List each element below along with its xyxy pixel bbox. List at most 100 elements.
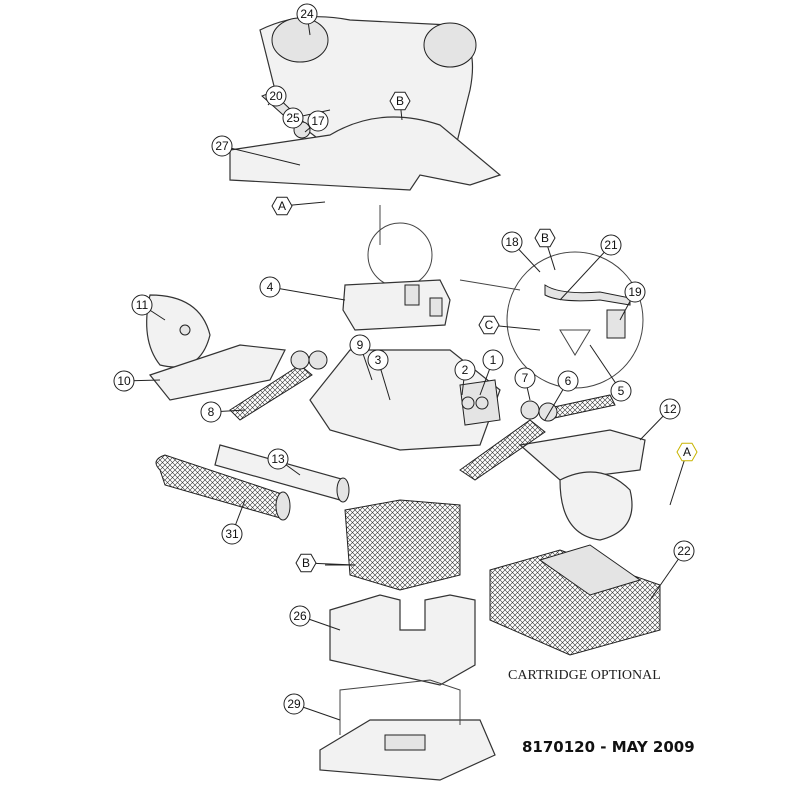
callout-17: 17 — [304, 110, 329, 133]
callout-text: 3 — [375, 353, 382, 367]
callout-marker — [295, 553, 317, 573]
callout-25: 25 — [282, 107, 331, 129]
callout-marker — [514, 367, 536, 389]
callout-text: B — [396, 94, 404, 108]
bottom-plate — [319, 679, 496, 781]
callout-text: 12 — [663, 402, 677, 416]
callout-marker — [267, 448, 289, 470]
callout-marker — [389, 91, 411, 111]
callout-27: 27 — [211, 135, 301, 166]
callout-text: 24 — [300, 7, 314, 21]
callout-marker — [289, 605, 311, 627]
callout-3: 3 — [367, 349, 391, 401]
filter-bag — [329, 594, 476, 686]
leader-line — [221, 145, 301, 166]
callout-7: 7 — [514, 367, 536, 401]
callout-marker — [282, 107, 304, 129]
callout-5: 5 — [589, 344, 632, 402]
callout-a: A — [669, 442, 698, 506]
callout-marker — [307, 110, 329, 132]
callout-marker — [296, 3, 318, 25]
callout-marker — [673, 540, 695, 562]
callout-text: 8 — [208, 405, 215, 419]
callout-8: 8 — [200, 401, 246, 423]
callout-marker — [478, 315, 500, 335]
callout-text: 31 — [225, 527, 239, 541]
callout-text: 18 — [505, 235, 519, 249]
callout-b: B — [534, 228, 556, 271]
callout-4: 4 — [259, 276, 346, 301]
filter-cartridge — [489, 544, 661, 656]
callout-text: 4 — [267, 280, 274, 294]
drive-tracks — [229, 350, 616, 481]
callout-text: 6 — [565, 374, 572, 388]
callout-marker — [221, 523, 243, 545]
callout-2: 2 — [454, 359, 476, 396]
callout-text: 19 — [628, 285, 642, 299]
callout-marker — [200, 401, 222, 423]
callout-21: 21 — [559, 234, 622, 301]
callout-marker — [501, 231, 523, 253]
callout-marker — [624, 281, 646, 303]
callout-text: 2 — [462, 363, 469, 377]
callout-19: 19 — [619, 281, 646, 321]
callout-22: 22 — [649, 540, 695, 601]
cartridge-optional-note: CARTRIDGE OPTIONAL — [508, 668, 661, 683]
callout-text: 5 — [618, 384, 625, 398]
callout-marker — [557, 370, 579, 392]
callout-marker — [600, 234, 622, 256]
callout-marker — [676, 442, 698, 462]
callout-text: 26 — [293, 609, 307, 623]
side-panel-right — [518, 429, 646, 541]
callout-20: 20 — [265, 85, 287, 107]
callout-text: 1 — [490, 353, 497, 367]
callout-text: 11 — [136, 298, 149, 312]
callout-text: 10 — [117, 374, 131, 388]
callout-marker — [367, 349, 389, 371]
callout-text: A — [683, 445, 691, 459]
callout-24: 24 — [296, 3, 318, 36]
callout-18: 18 — [501, 231, 541, 273]
brush-roller — [155, 444, 350, 521]
callout-b: B — [389, 91, 411, 121]
callout-text: A — [278, 199, 286, 213]
callout-9: 9 — [349, 334, 373, 381]
callout-marker — [271, 196, 293, 216]
callout-marker — [265, 85, 287, 107]
callout-text: 22 — [677, 544, 691, 558]
callout-text: 7 — [522, 371, 529, 385]
callout-text: B — [302, 556, 310, 570]
callout-text: 25 — [286, 111, 300, 125]
callout-marker — [482, 349, 504, 371]
callout-marker — [659, 398, 681, 420]
callout-12: 12 — [639, 398, 681, 441]
chassis — [309, 349, 501, 451]
callout-text: 21 — [604, 238, 618, 252]
document-id: 8170120 - MAY 2009 — [522, 738, 695, 756]
callout-29: 29 — [283, 693, 341, 721]
callout-text: B — [541, 231, 549, 245]
callout-marker — [113, 370, 135, 392]
callout-text: C — [485, 318, 494, 332]
callout-10: 10 — [113, 370, 161, 392]
callout-31: 31 — [221, 499, 246, 545]
callout-text: 20 — [269, 89, 283, 103]
callout-marker — [283, 693, 305, 715]
callout-text: 27 — [215, 139, 229, 153]
callout-marker — [131, 294, 153, 316]
callout-marker — [610, 380, 632, 402]
callout-c: C — [478, 315, 541, 335]
leader-line — [559, 244, 612, 301]
callout-text: 9 — [357, 338, 364, 352]
callout-marker — [259, 276, 281, 298]
callout-6: 6 — [544, 370, 579, 421]
callout-13: 13 — [267, 448, 301, 476]
leader-line — [269, 286, 346, 301]
callout-marker — [211, 135, 233, 157]
motor-unit — [342, 205, 451, 331]
callout-marker — [534, 228, 556, 248]
callout-1: 1 — [479, 349, 504, 396]
callout-text: 13 — [271, 452, 285, 466]
